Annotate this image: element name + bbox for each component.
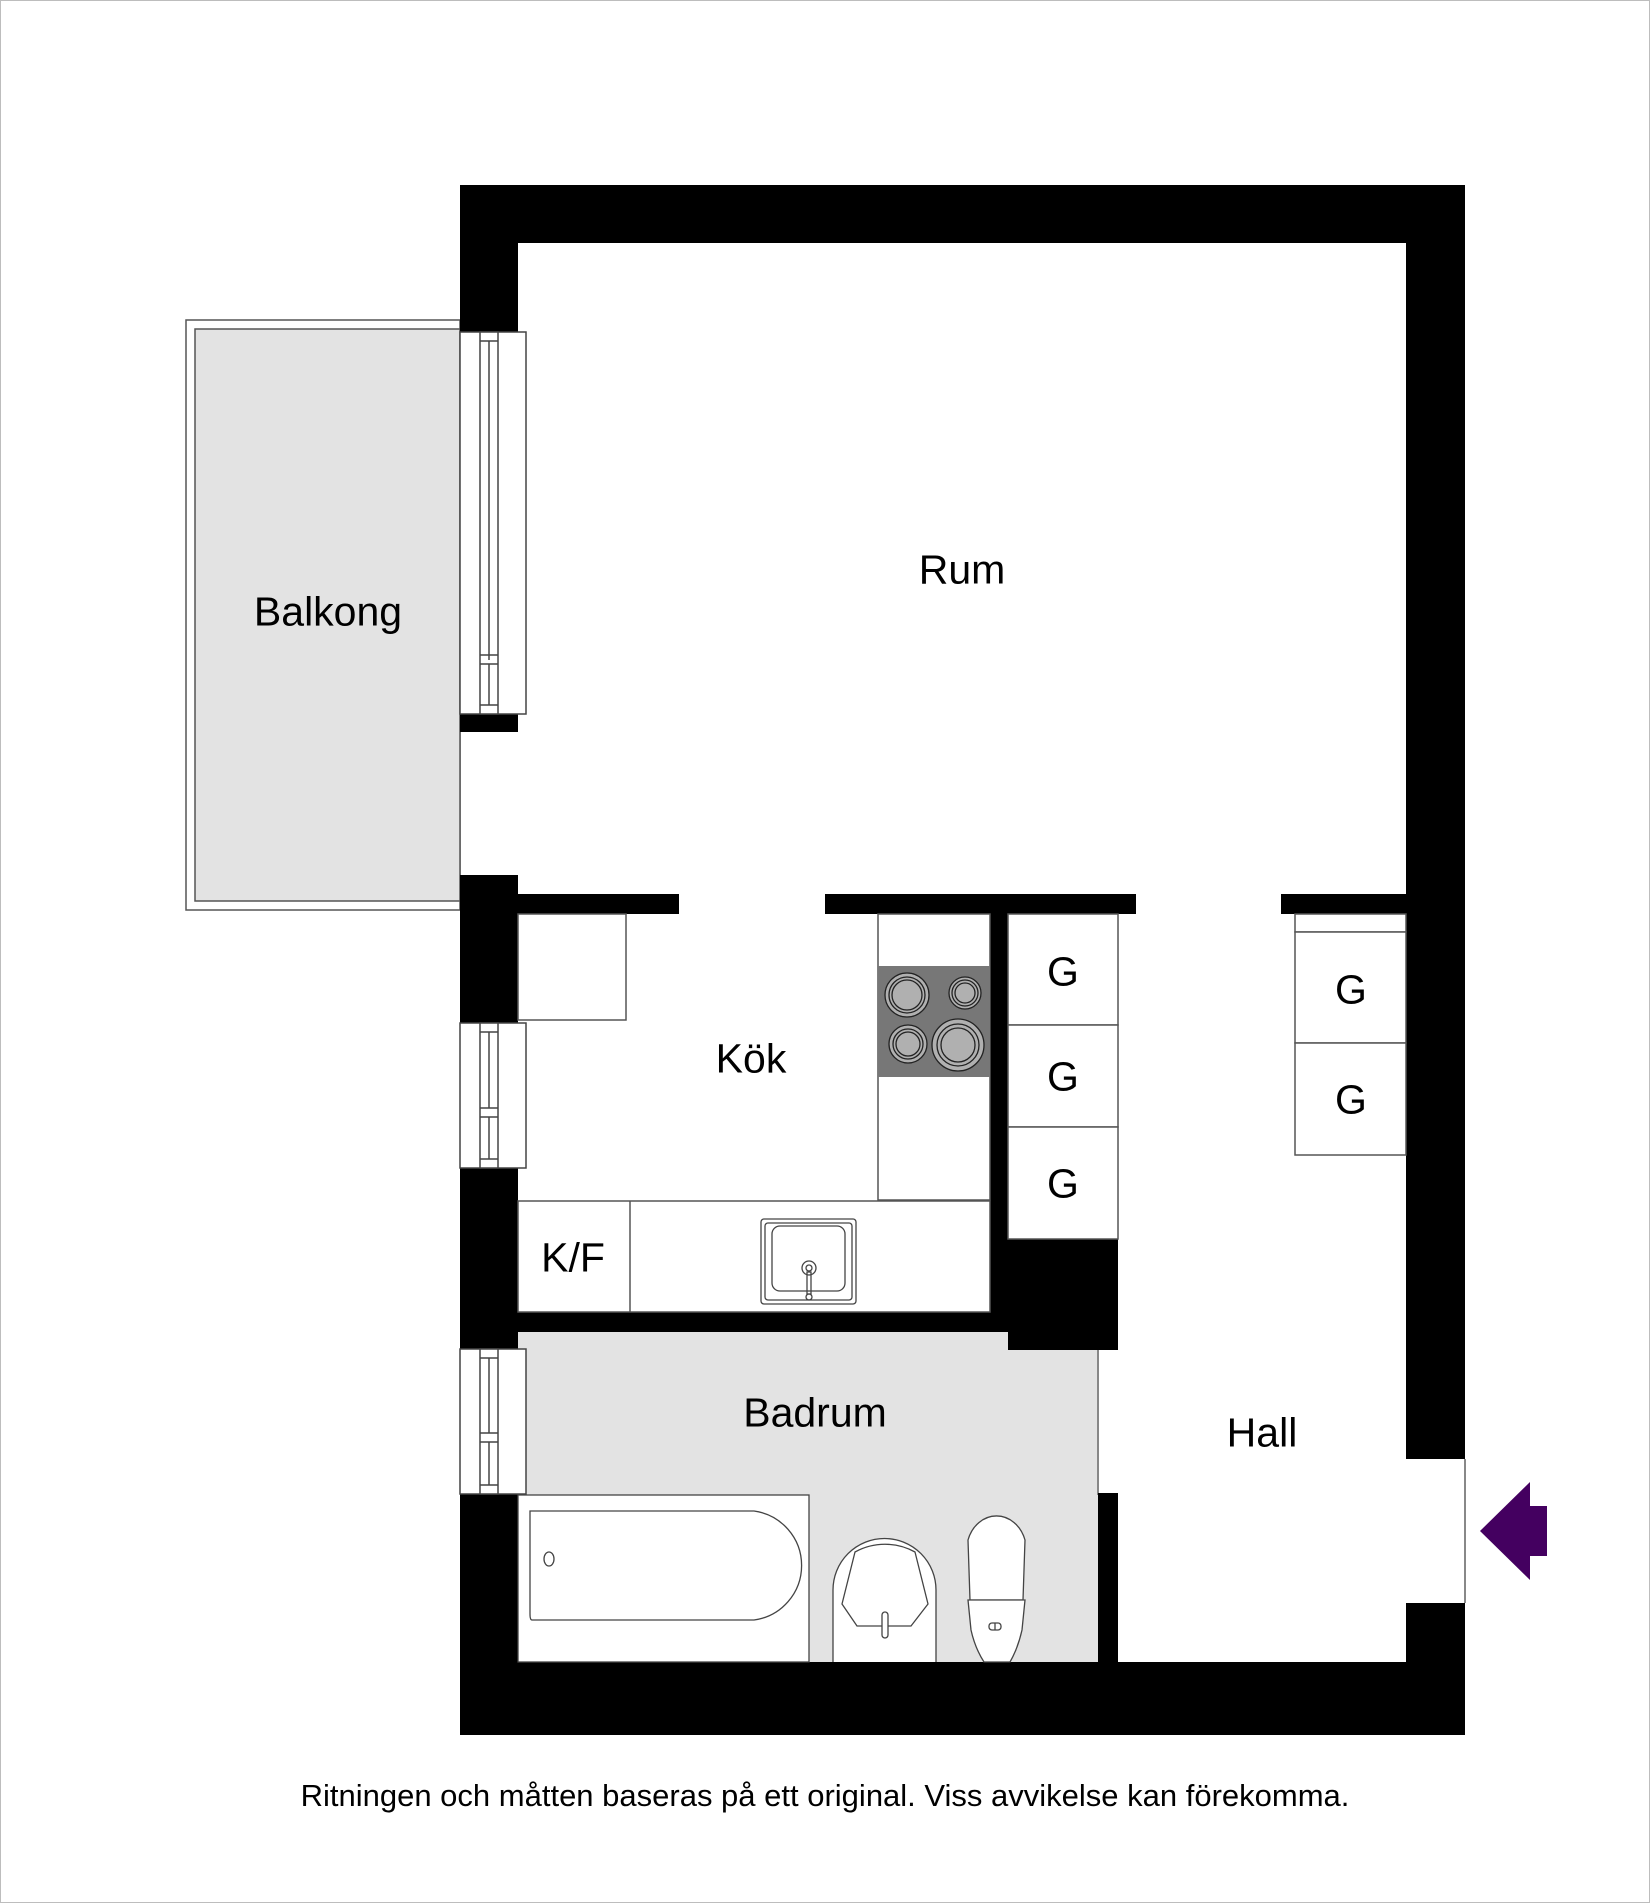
entrance-arrow-icon [1480, 1482, 1547, 1580]
closet-label: G [1335, 1076, 1367, 1123]
stove-icon [878, 966, 990, 1077]
kitchen-sink-icon [760, 1218, 857, 1305]
closet-label: G [1047, 948, 1079, 995]
balcony [185, 319, 461, 911]
balcony-door-window [459, 331, 527, 715]
bathroom-sink-icon [832, 1537, 937, 1662]
room-label-balkong: Balkong [253, 588, 403, 635]
toilet-icon [967, 1515, 1026, 1663]
room-label-kok: Kök [715, 1035, 787, 1082]
room-label-rum: Rum [918, 546, 1006, 593]
bathtub-icon [517, 1494, 810, 1663]
closets-right [1294, 913, 1407, 1156]
interior-walls [518, 894, 1406, 1662]
closet-label: G [1047, 1160, 1079, 1207]
closets-left [1007, 913, 1119, 1240]
closet-label: G [1047, 1053, 1079, 1100]
disclaimer-text: Ritningen och måtten baseras på ett orig… [300, 1778, 1350, 1813]
closet-label: G [1335, 966, 1367, 1013]
room-label-hall: Hall [1226, 1409, 1298, 1456]
kitchen-window [459, 1022, 527, 1169]
kitchen-counter-bottom [517, 1200, 991, 1313]
outer-walls [460, 185, 1465, 1735]
room-label-badrum: Badrum [743, 1389, 887, 1436]
room-label-kf: K/F [541, 1234, 605, 1281]
kitchen-upper-cabinet [517, 913, 627, 1021]
bathroom-window [459, 1348, 527, 1495]
